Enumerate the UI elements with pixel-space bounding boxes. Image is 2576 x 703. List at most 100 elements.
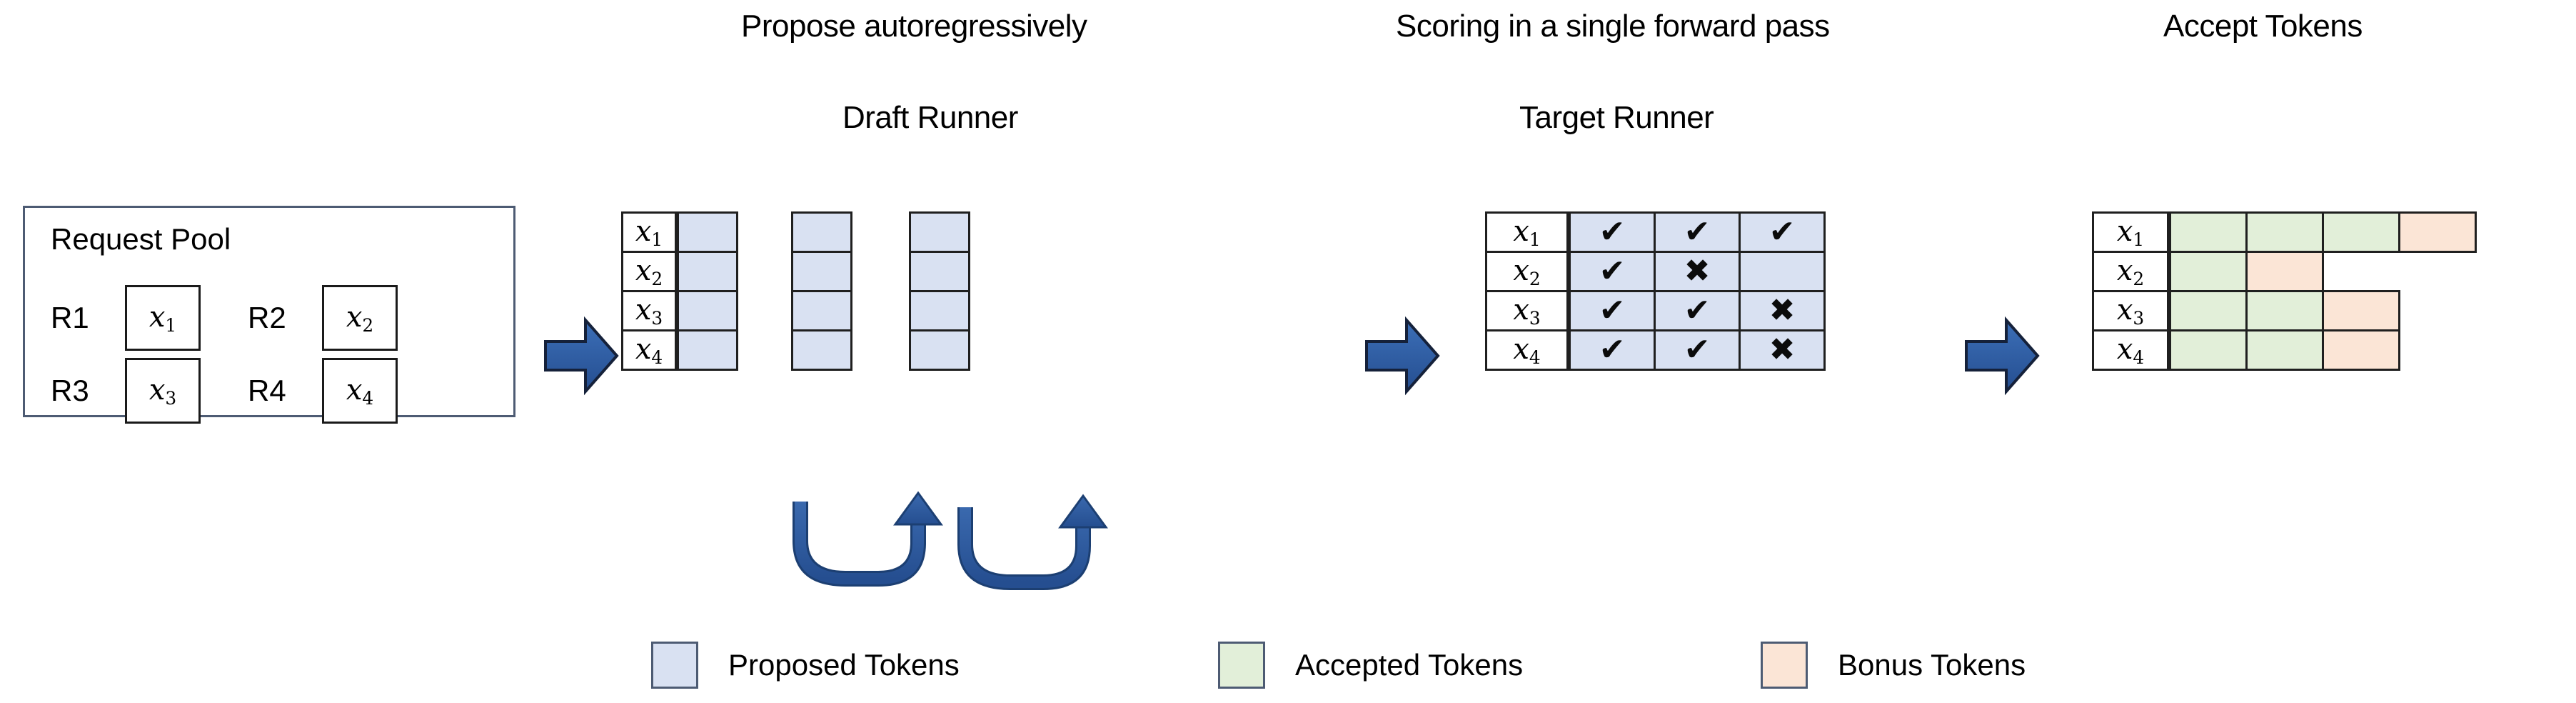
target-row-label-2: x2 xyxy=(1485,251,1569,292)
legend-label-proposed: Proposed Tokens xyxy=(728,648,960,682)
flow-arrow-draft-to-target xyxy=(1362,314,1442,401)
target-cell[interactable]: ✖ xyxy=(1739,290,1826,331)
target-cell[interactable]: ✔ xyxy=(1569,211,1656,253)
bonus-cell[interactable] xyxy=(2322,329,2400,371)
bonus-cell[interactable] xyxy=(2398,211,2477,253)
table-row: x1 xyxy=(2092,211,2477,253)
right-arrow-icon xyxy=(1365,316,1440,396)
draft-cell[interactable] xyxy=(909,329,970,371)
draft-cell[interactable] xyxy=(677,290,738,331)
check-icon: ✔ xyxy=(1769,214,1796,249)
target-cell[interactable]: ✔ xyxy=(1569,251,1656,292)
cross-icon: ✖ xyxy=(1769,332,1796,367)
draft-runner-step-2 xyxy=(791,211,852,371)
legend: Proposed Tokens Accepted Tokens Bonus To… xyxy=(0,632,2576,703)
table-row: x3 ✔ ✔ ✖ xyxy=(1485,290,1826,331)
request-token-box-r4[interactable]: x4 xyxy=(322,358,398,424)
cross-icon: ✖ xyxy=(1769,293,1796,328)
draft-cell[interactable] xyxy=(677,329,738,371)
accepted-cell[interactable] xyxy=(2245,329,2324,371)
draft-cell[interactable] xyxy=(677,251,738,292)
legend-item-accepted: Accepted Tokens xyxy=(1218,642,1523,689)
draft-cell[interactable] xyxy=(791,329,852,371)
bonus-cell[interactable] xyxy=(2245,251,2324,292)
title-draft-runner: Draft Runner xyxy=(842,100,1018,135)
check-icon: ✔ xyxy=(1599,293,1626,328)
target-row-label-4: x4 xyxy=(1485,329,1569,371)
request-token-r2: x2 xyxy=(346,300,374,336)
draft-row-2: x2 xyxy=(621,251,738,292)
target-cell[interactable]: ✔ xyxy=(1569,329,1656,371)
draft-cell[interactable] xyxy=(909,211,970,253)
legend-swatch-proposed xyxy=(651,642,698,689)
bonus-cell[interactable] xyxy=(2322,290,2400,331)
target-cell[interactable]: ✔ xyxy=(1654,290,1741,331)
request-token-r4: x4 xyxy=(346,373,374,409)
request-row-1: R1 x1 R2 x2 xyxy=(51,285,398,351)
target-cell[interactable]: ✔ xyxy=(1569,290,1656,331)
target-cell-empty[interactable] xyxy=(1739,251,1826,292)
draft-runner-step-1: x1 x2 x3 x4 xyxy=(621,211,738,371)
target-cell[interactable]: ✖ xyxy=(1739,329,1826,371)
draft-row-label-1: x1 xyxy=(621,211,677,253)
accepted-cell[interactable] xyxy=(2169,329,2248,371)
legend-label-bonus: Bonus Tokens xyxy=(1838,648,2026,682)
draft-cell[interactable] xyxy=(791,251,852,292)
legend-swatch-accepted xyxy=(1218,642,1265,689)
cross-icon: ✖ xyxy=(1684,254,1711,289)
accepted-cell[interactable] xyxy=(2245,211,2324,253)
check-icon: ✔ xyxy=(1684,332,1711,367)
draft-row-4: x4 xyxy=(621,329,738,371)
target-cell[interactable]: ✔ xyxy=(1654,211,1741,253)
right-arrow-icon xyxy=(1965,316,2040,396)
table-row: x2 xyxy=(2092,251,2477,292)
request-token-r1: x1 xyxy=(149,300,177,336)
target-row-label-3: x3 xyxy=(1485,290,1569,331)
accepted-cell[interactable] xyxy=(2169,251,2248,292)
accept-row-label-2: x2 xyxy=(2092,251,2169,292)
request-token-box-r1[interactable]: x1 xyxy=(125,285,201,351)
request-pool-panel: Request Pool R1 x1 R2 x2 R3 x3 R4 x4 xyxy=(23,206,515,424)
table-row: x2 ✔ ✖ xyxy=(1485,251,1826,292)
request-label-r3: R3 xyxy=(51,374,89,407)
accept-row-label-3: x3 xyxy=(2092,290,2169,331)
request-label-r2: R2 xyxy=(248,301,286,334)
title-scoring-single-forward-pass: Scoring in a single forward pass xyxy=(1396,9,1830,44)
title-target-runner: Target Runner xyxy=(1519,100,1714,135)
flow-arrow-target-to-accept xyxy=(1962,314,2042,401)
target-row-label-1: x1 xyxy=(1485,211,1569,253)
draft-row-label-2: x2 xyxy=(621,251,677,292)
accepted-cell[interactable] xyxy=(2245,290,2324,331)
legend-item-proposed: Proposed Tokens xyxy=(651,642,960,689)
draft-cell[interactable] xyxy=(791,211,852,253)
request-pool-title: Request Pool xyxy=(51,222,231,256)
check-icon: ✔ xyxy=(1599,214,1626,249)
target-cell[interactable]: ✔ xyxy=(1654,329,1741,371)
request-token-box-r2[interactable]: x2 xyxy=(322,285,398,351)
title-propose-autoregressively: Propose autoregressively xyxy=(741,9,1087,44)
accepted-cell[interactable] xyxy=(2169,290,2248,331)
target-cell[interactable]: ✔ xyxy=(1739,211,1826,253)
check-icon: ✔ xyxy=(1599,254,1626,289)
request-token-box-r3[interactable]: x3 xyxy=(125,358,201,424)
target-cell[interactable]: ✖ xyxy=(1654,251,1741,292)
request-label-r1: R1 xyxy=(51,301,89,334)
draft-cell[interactable] xyxy=(677,211,738,253)
check-icon: ✔ xyxy=(1599,332,1626,367)
right-arrow-icon xyxy=(544,316,619,396)
draft-cell[interactable] xyxy=(909,290,970,331)
draft-row-3: x3 xyxy=(621,290,738,331)
draft-row-label-4: x4 xyxy=(621,329,677,371)
legend-swatch-bonus xyxy=(1761,642,1808,689)
draft-runner-step-3 xyxy=(909,211,970,371)
request-token-r3: x3 xyxy=(149,373,177,409)
loop-arrow-icon xyxy=(793,491,1108,590)
request-label-r4: R4 xyxy=(248,374,286,407)
draft-cell[interactable] xyxy=(909,251,970,292)
draft-cell[interactable] xyxy=(791,290,852,331)
accepted-cell[interactable] xyxy=(2322,211,2400,253)
draft-row-1: x1 xyxy=(621,211,738,253)
accepted-cell[interactable] xyxy=(2169,211,2248,253)
legend-label-accepted: Accepted Tokens xyxy=(1295,648,1524,682)
legend-item-bonus: Bonus Tokens xyxy=(1761,642,2026,689)
